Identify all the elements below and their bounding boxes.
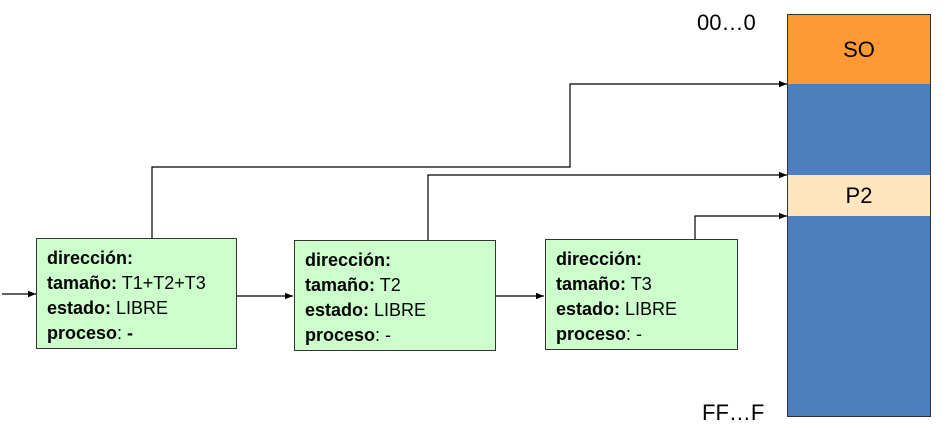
free-list-node: dirección: tamaño: T2 estado: LIBRE proc… bbox=[294, 240, 496, 351]
field-tamano: tamaño: T2 bbox=[305, 273, 495, 298]
bottom-address-label: FF…F bbox=[702, 400, 765, 425]
field-key: estado: bbox=[305, 300, 370, 320]
field-key: proceso bbox=[556, 324, 627, 344]
memory-block-label: SO bbox=[843, 36, 875, 62]
memory-block-free-1 bbox=[787, 84, 931, 175]
field-value: - bbox=[385, 325, 392, 345]
field-value: T2 bbox=[379, 275, 401, 295]
memory-block-so: SO bbox=[787, 14, 931, 84]
field-key: dirección: bbox=[305, 250, 392, 270]
field-value: T3 bbox=[630, 274, 652, 294]
field-key: estado: bbox=[556, 299, 621, 319]
field-key: estado: bbox=[47, 298, 112, 318]
field-key: proceso bbox=[305, 325, 376, 345]
field-proceso: proceso: - bbox=[556, 322, 737, 347]
field-value: - bbox=[636, 324, 643, 344]
field-key: tamaño: bbox=[556, 274, 627, 294]
free-list-node: dirección: tamaño: T3 estado: LIBRE proc… bbox=[545, 239, 738, 350]
field-value: - bbox=[127, 323, 134, 343]
free-list-node: dirección: tamaño: T1+T2+T3 estado: LIBR… bbox=[36, 238, 237, 349]
field-value: T1+T2+T3 bbox=[121, 273, 206, 293]
address-pointer-1 bbox=[151, 80, 787, 238]
field-direccion: dirección: bbox=[305, 248, 495, 273]
field-separator: : bbox=[626, 324, 637, 344]
field-proceso: proceso: - bbox=[47, 321, 236, 346]
field-estado: estado: LIBRE bbox=[305, 298, 495, 323]
memory-block-label: P2 bbox=[845, 182, 873, 208]
field-key: tamaño: bbox=[305, 275, 376, 295]
field-tamano: tamaño: T3 bbox=[556, 272, 737, 297]
field-direccion: dirección: bbox=[47, 246, 236, 271]
field-key: dirección: bbox=[556, 249, 643, 269]
field-estado: estado: LIBRE bbox=[556, 297, 737, 322]
field-separator: : bbox=[117, 323, 128, 343]
top-address-label: 00…0 bbox=[697, 10, 756, 35]
field-value: LIBRE bbox=[116, 298, 169, 318]
memory-block-p2: P2 bbox=[787, 175, 931, 216]
field-value: LIBRE bbox=[625, 299, 678, 319]
field-tamano: tamaño: T1+T2+T3 bbox=[47, 271, 236, 296]
field-value: LIBRE bbox=[374, 300, 427, 320]
memory-block-free-2 bbox=[787, 216, 931, 417]
field-direccion: dirección: bbox=[556, 247, 737, 272]
address-pointer-2 bbox=[427, 171, 787, 258]
field-key: proceso bbox=[47, 323, 118, 343]
field-estado: estado: LIBRE bbox=[47, 296, 236, 321]
field-separator: : bbox=[375, 325, 386, 345]
field-key: dirección: bbox=[47, 248, 134, 268]
field-key: tamaño: bbox=[47, 273, 118, 293]
field-proceso: proceso: - bbox=[305, 323, 495, 348]
